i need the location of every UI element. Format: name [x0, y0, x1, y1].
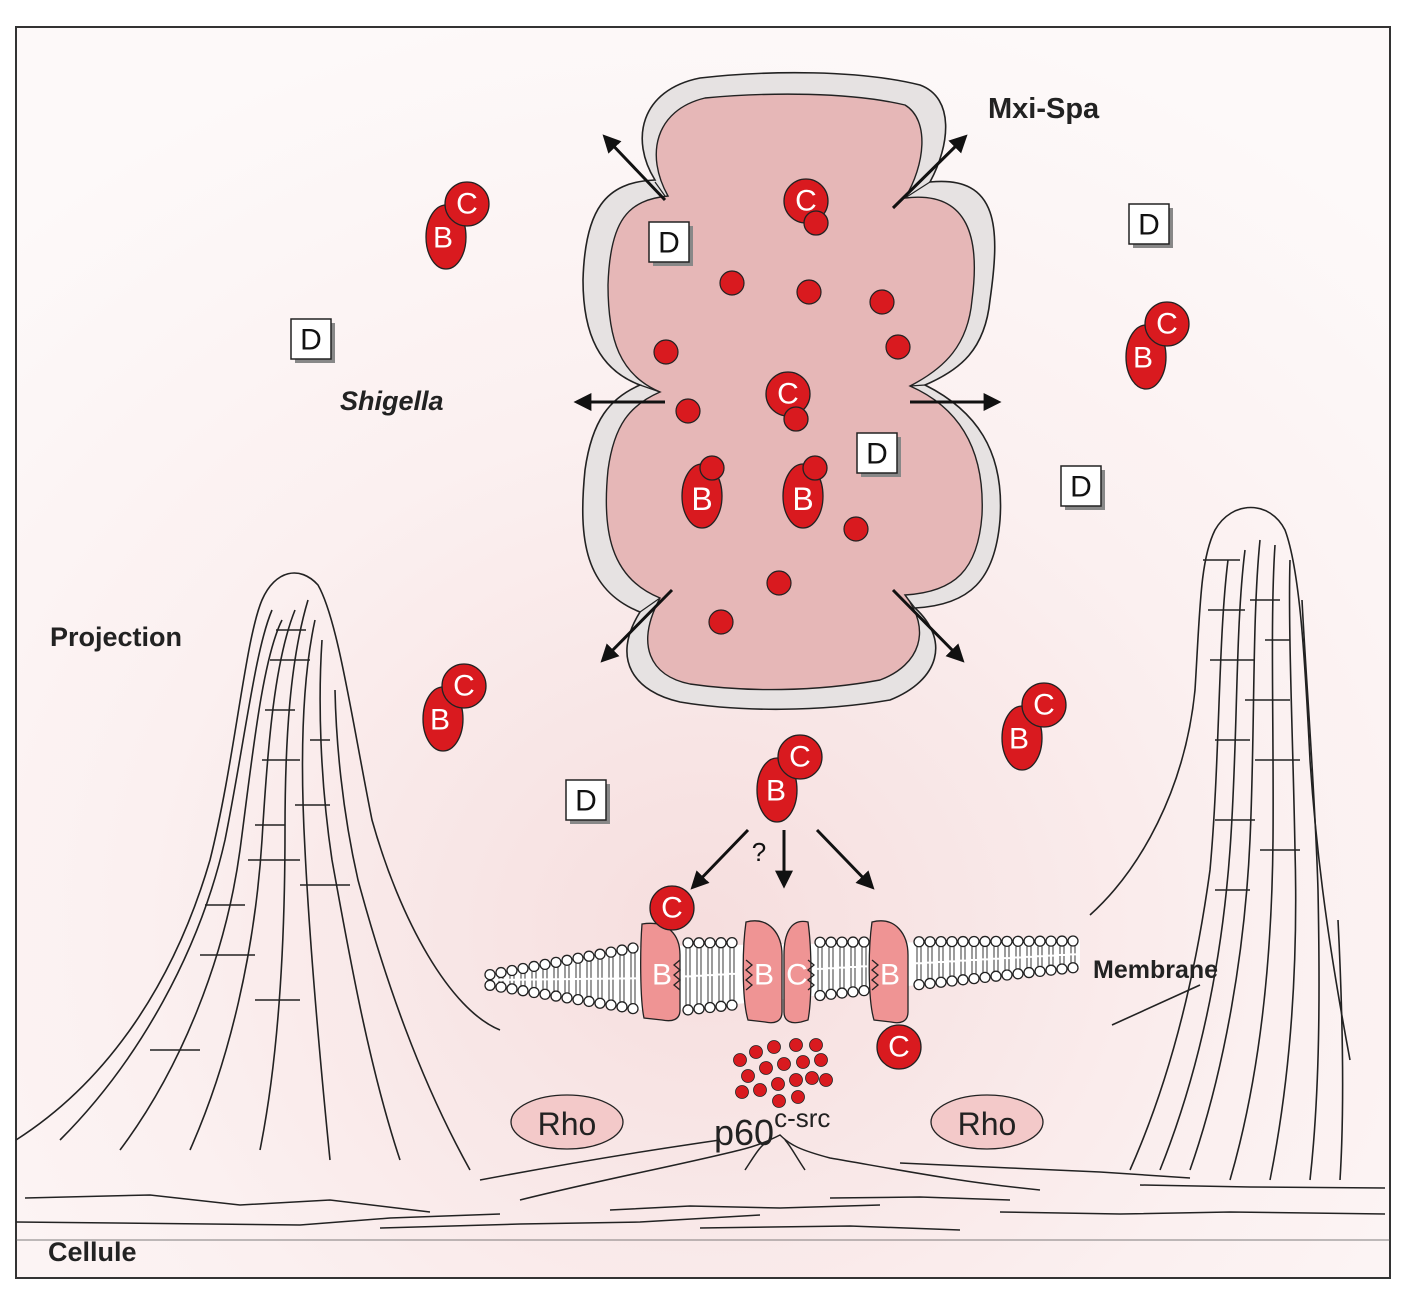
left-projection [15, 572, 501, 1171]
rho-right: Rho [930, 1094, 1044, 1150]
bc-complex-5: C B [756, 734, 823, 823]
bc-complex-2: C B [1125, 301, 1190, 390]
membrane-pore-c: C [783, 920, 816, 1024]
c-label: C [453, 670, 475, 703]
label-cellule: Cellule [48, 1237, 137, 1267]
label-mxi-spa: Mxi-Spa [988, 93, 1100, 125]
label-membrane: Membrane [1093, 956, 1218, 984]
c-label: C [777, 378, 799, 411]
d-label: D [300, 324, 322, 357]
membrane-pore-b-left: B [640, 922, 682, 1022]
d-square-6: D [565, 779, 610, 824]
c-label: C [795, 185, 817, 218]
b-label: B [1133, 342, 1153, 375]
arrow-down-left [600, 588, 674, 663]
d-label: D [1138, 209, 1160, 242]
b-label: B [754, 959, 774, 992]
arrow-down-right [891, 588, 965, 663]
p60-label: p60c-src [714, 1103, 830, 1153]
c-label: C [786, 959, 808, 992]
b-label: B [880, 959, 900, 992]
bc-complex-4: C B [1001, 682, 1067, 771]
d-square-1: D [648, 221, 693, 266]
d-square-2: D [1128, 203, 1173, 248]
d-square-5: D [1060, 465, 1105, 510]
label-projection: Projection [50, 622, 182, 652]
right-projection [1089, 506, 1351, 1181]
question-mark: ? [752, 837, 766, 867]
c-label: C [456, 188, 478, 221]
d-label: D [1070, 471, 1092, 504]
b-label: B [652, 959, 672, 992]
p60-cluster-dots [733, 1038, 833, 1108]
b-label: B [691, 481, 712, 517]
secretion-arrows [573, 134, 1002, 663]
b-label: B [430, 704, 450, 737]
b-label: B [766, 775, 786, 808]
membrane-insertion-arrows [690, 828, 875, 890]
arrow-insert-left [690, 828, 750, 890]
membrane-pore-b-right: B [742, 920, 783, 1024]
b-with-chaperone-1: B [681, 455, 725, 529]
intrabacterial-dots [653, 270, 911, 635]
rho-label: Rho [538, 1106, 597, 1142]
b-label: B [1009, 723, 1029, 756]
c-label: C [1156, 308, 1178, 341]
cell-cortex-lines [15, 1134, 1390, 1241]
rho-label: Rho [958, 1106, 1017, 1142]
b-label: B [792, 481, 813, 517]
c-label: C [789, 741, 811, 774]
c-at-membrane-top: C [649, 885, 695, 931]
d-label: D [575, 785, 597, 818]
d-square-3: D [290, 318, 335, 363]
c-label: C [661, 892, 683, 925]
label-shigella: Shigella [340, 386, 444, 416]
b-with-chaperone-2: B [782, 455, 828, 529]
arrow-insert-right [815, 828, 875, 890]
c-with-chaperone-2: C [765, 371, 811, 432]
membrane-pore-b-far: B [868, 920, 909, 1024]
bc-complex-1: C B [425, 181, 490, 270]
c-label: C [888, 1031, 910, 1064]
c-at-membrane-bottom: C [876, 1024, 922, 1070]
bc-complex-3: C B [422, 663, 487, 752]
d-label: D [866, 438, 888, 471]
d-square-4: D [856, 432, 901, 477]
c-with-chaperone-1: C [783, 178, 829, 236]
c-label: C [1033, 689, 1055, 722]
rho-left: Rho [510, 1094, 624, 1150]
b-label: B [433, 222, 453, 255]
arrow-up-right [891, 134, 968, 210]
arrow-up-left [602, 134, 667, 202]
d-label: D [658, 227, 680, 260]
